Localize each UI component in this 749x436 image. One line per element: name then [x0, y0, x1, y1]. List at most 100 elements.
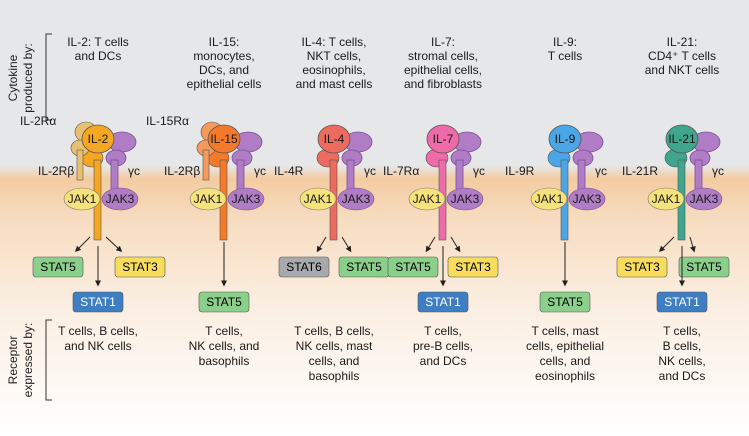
gamma-chain-label: γc [254, 164, 266, 178]
receptor-cells-line: T cells, [663, 324, 701, 338]
cytokine-label: IL-4 [324, 132, 345, 146]
receptor-cells-line: basophils [309, 369, 360, 383]
producer-line: and mast cells [296, 77, 373, 91]
cytokine-label: IL-21 [668, 132, 696, 146]
jak1-blob [299, 187, 337, 211]
receptor-cells-line: and DCs [659, 369, 706, 383]
stat-label: STAT1 [664, 295, 700, 309]
producer-line: monocytes, [193, 49, 254, 63]
jak3-blob [227, 187, 265, 211]
receptor-cells-line: NK cells, mast [296, 339, 373, 353]
jak3-blob [337, 187, 375, 211]
signal-arrow [425, 236, 436, 253]
alpha-chain-label: IL-2Rα [20, 114, 56, 128]
signal-arrow [450, 236, 461, 253]
stat-label: STAT5 [206, 295, 242, 309]
receptor-cells-line: T cells, B cells, [294, 324, 374, 338]
jak1-label: JAK1 [535, 192, 564, 206]
stat-box-stat5 [387, 256, 439, 278]
producer-line: IL-9: [553, 35, 577, 49]
producer-line: DCs, and [199, 63, 249, 77]
receptor-chain-label: IL-2Rβ [164, 164, 200, 178]
jak1-blob [189, 187, 227, 211]
receptor-chain-label: IL-7Rα [383, 164, 419, 178]
receptor-cells-line: B cells, [663, 339, 702, 353]
signal-arrow [105, 236, 123, 253]
signal-arrow [74, 236, 91, 253]
stat-box-stat1 [72, 291, 124, 313]
cytokine-ball [665, 124, 699, 154]
producer-line: IL-21: [667, 35, 698, 49]
jak3-label: JAK3 [106, 192, 135, 206]
receptor-cells-line: T cells, [424, 324, 462, 338]
gamma-chain-label: γc [473, 164, 485, 178]
signal-arrow [689, 236, 696, 253]
stat-label: STAT3 [624, 260, 660, 274]
svg-text:expressed by:: expressed by: [21, 323, 35, 398]
receptor-chain-label: IL-21R [622, 164, 658, 178]
svg-text:produced by:: produced by: [21, 43, 35, 112]
gamma-chain-label: γc [364, 164, 376, 178]
stat-label: STAT5 [40, 260, 76, 274]
jak3-blob [568, 187, 606, 211]
column-il4: IL-4: T cells,NKT cells,eosinophils,and … [274, 35, 390, 383]
receptor-chain-label: IL-9R [505, 164, 535, 178]
receptor-cells-line: and NK cells [64, 339, 131, 353]
receptor-cells-line: NK cells, [658, 354, 705, 368]
jak3-blob [101, 187, 139, 211]
producer-line: and fibroblasts [404, 77, 482, 91]
producer-line: and NKT cells [645, 63, 719, 77]
stat-label: STAT6 [286, 260, 322, 274]
jak1-label: JAK1 [652, 192, 681, 206]
gamma-chain-label: γc [712, 164, 724, 178]
jak3-label: JAK3 [573, 192, 602, 206]
stat-label: STAT1 [425, 295, 461, 309]
stat-box-stat5 [678, 256, 730, 278]
producer-line: CD4⁺ T cells [648, 49, 716, 63]
producer-line: IL-15: [209, 35, 240, 49]
jak1-blob [647, 187, 685, 211]
receptor-cells-line: cells, and [309, 354, 360, 368]
alpha-chain-label: IL-15Rα [146, 114, 189, 128]
gamma-chain-label: γc [128, 164, 140, 178]
receptor-cells-line: T cells, mast [531, 324, 599, 338]
signal-arrow [316, 236, 327, 253]
producer-line: epithelial cells [187, 77, 262, 91]
cytokine-ball [81, 124, 115, 154]
stat-label: STAT3 [455, 260, 491, 274]
stat-label: STAT3 [122, 260, 158, 274]
stat-box-stat6 [278, 256, 330, 278]
receptor-cells-line: and DCs [420, 354, 467, 368]
producer-line: and DCs [75, 49, 122, 63]
stat-box-stat1 [417, 291, 469, 313]
jak3-blob [685, 187, 723, 211]
gamma-chain-label: γc [595, 164, 607, 178]
receptor-cells-line: NK cells, and [189, 339, 260, 353]
alpha-chain-stalk [76, 149, 84, 181]
jak1-blob [530, 187, 568, 211]
signal-arrow [658, 236, 675, 253]
jak1-blob [408, 187, 446, 211]
cytokine-ball [317, 124, 351, 154]
column-il7: IL-7:stromal cells,epithelial cells,and … [383, 35, 499, 368]
side-label-cytokine: Cytokine produced by: [6, 33, 52, 121]
receptor-chain-label: IL-2Rβ [38, 164, 74, 178]
stat-box-stat5 [32, 256, 84, 278]
producer-line: T cells [548, 49, 582, 63]
stat-box-stat3 [114, 256, 166, 278]
stat-box-stat1 [656, 291, 708, 313]
jak1-label: JAK1 [68, 192, 97, 206]
cytokine-ball [548, 124, 582, 154]
jak1-label: JAK1 [194, 192, 223, 206]
cytokine-ball [426, 124, 460, 154]
jak3-label: JAK3 [451, 192, 480, 206]
cytokine-label: IL-7 [433, 132, 454, 146]
stat-box-stat3 [616, 256, 668, 278]
producer-line: IL-7: [431, 35, 455, 49]
cytokine-label: IL-15 [210, 132, 238, 146]
signal-arrow [341, 236, 352, 253]
